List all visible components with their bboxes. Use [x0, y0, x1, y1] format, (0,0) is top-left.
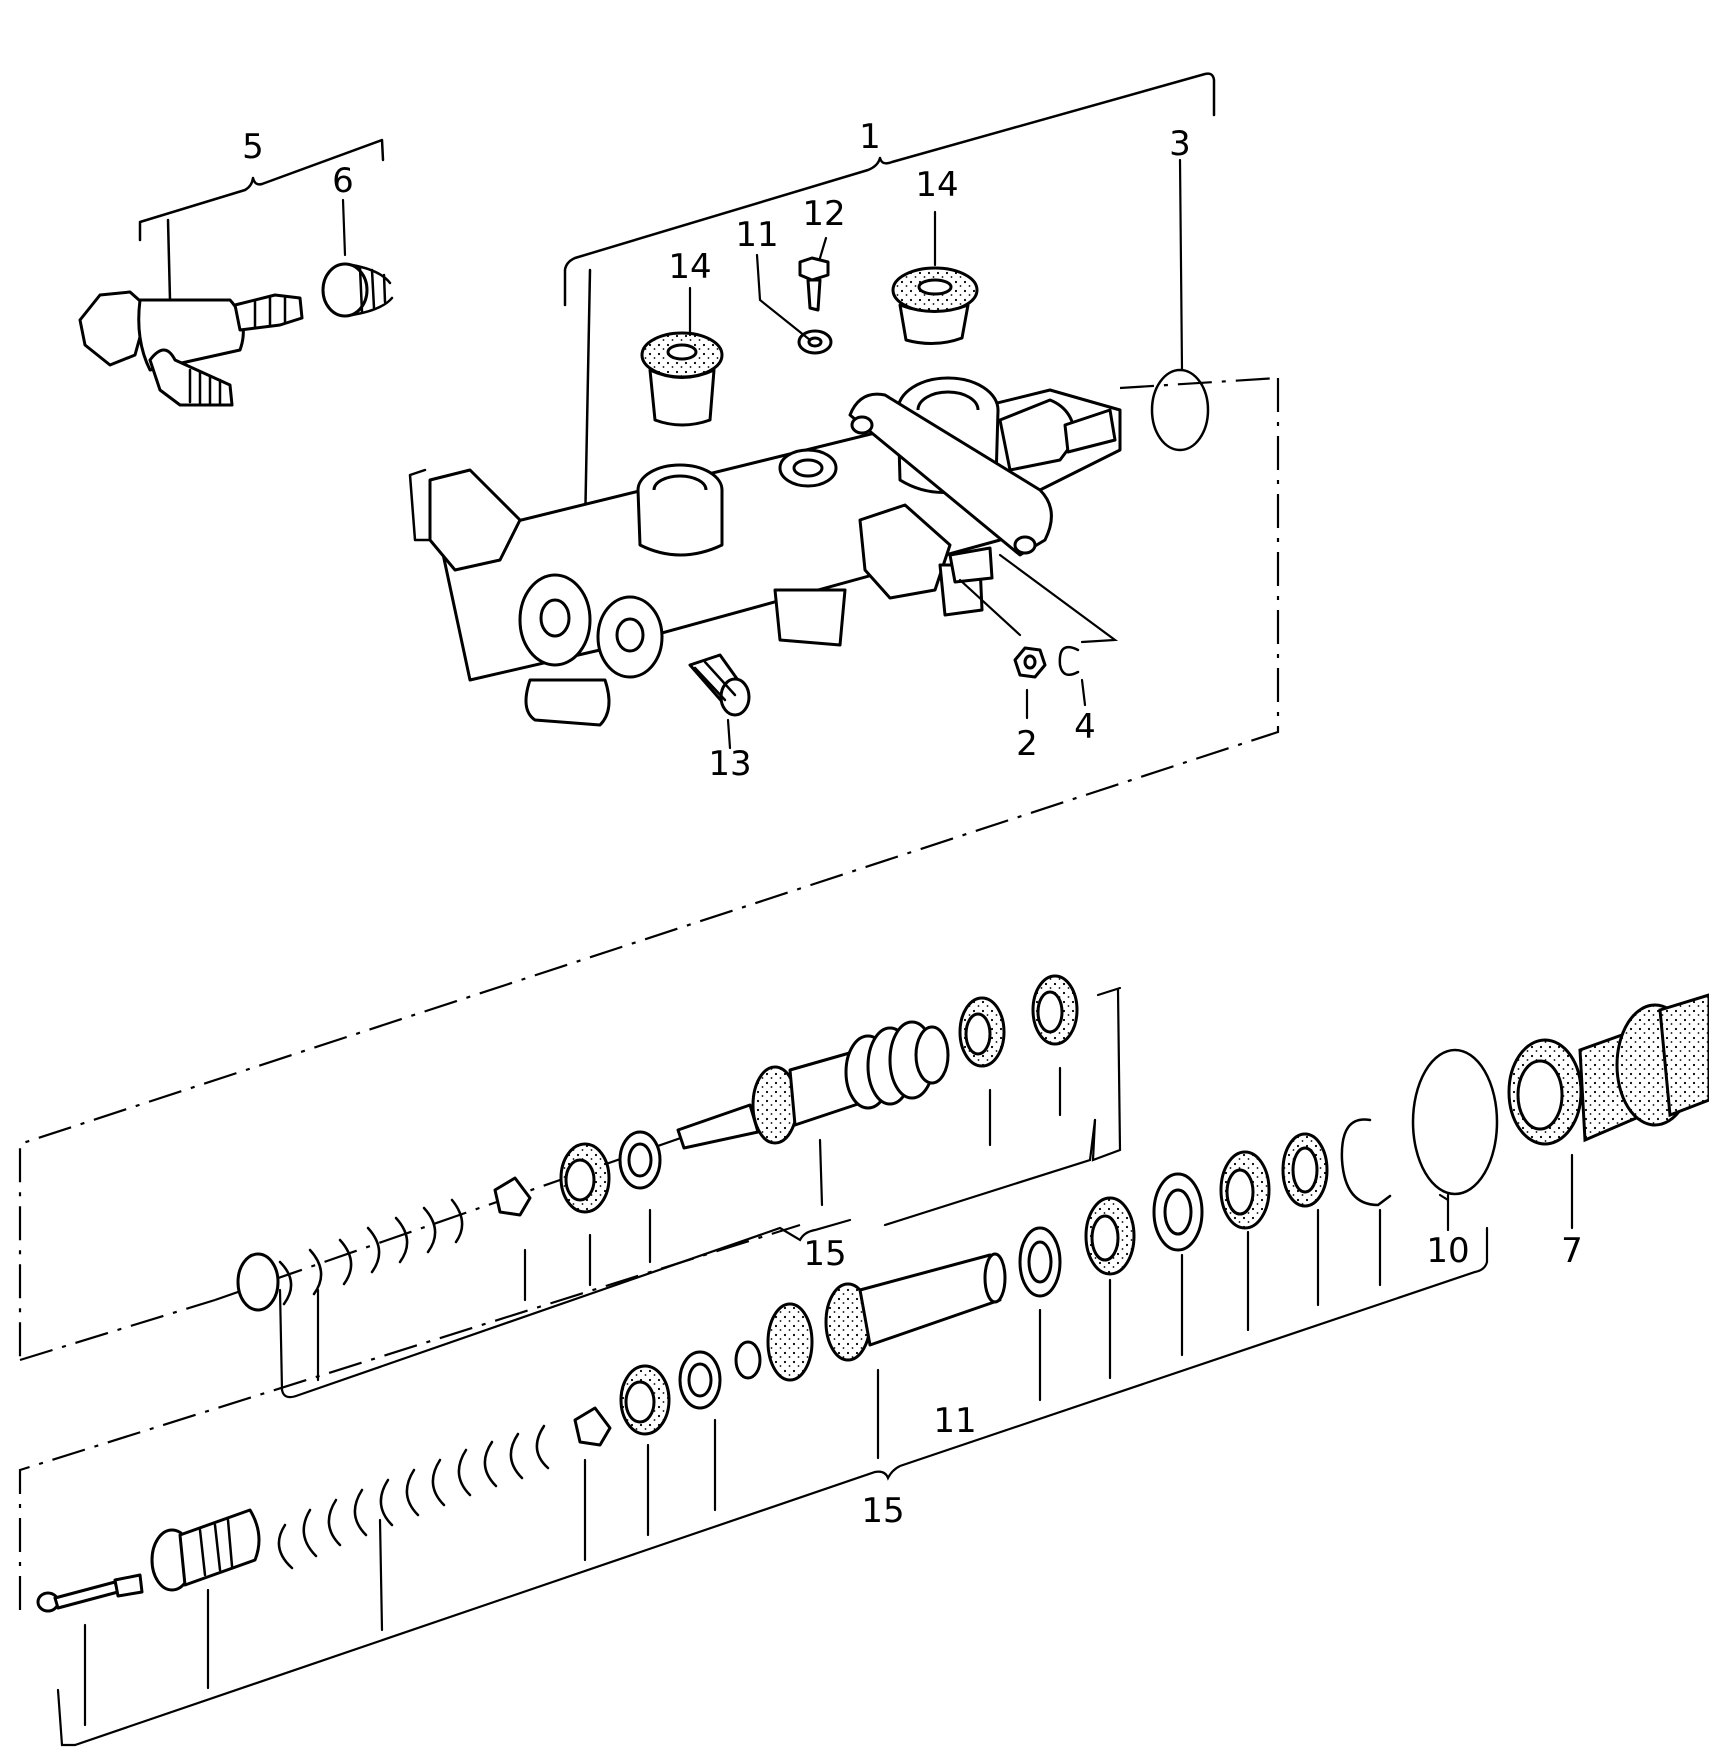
stop-pin [36, 1573, 144, 1613]
cup-upper-1 [559, 1142, 611, 1214]
spring-seat [150, 1508, 261, 1592]
reservoir-grommet-left [640, 331, 724, 427]
spring-retainer-lower [573, 1406, 612, 1447]
callout-5: 5 [242, 127, 264, 167]
callout-15-lower: 15 [861, 1491, 904, 1531]
assembly-bracket-1 [563, 72, 1216, 532]
washer-lower-1 [678, 1350, 722, 1410]
washer-upper-1 [618, 1130, 662, 1190]
dust-cap-part-6 [321, 262, 394, 318]
washer-lower-5 [1281, 1132, 1329, 1208]
callout-11-bottom: 11 [933, 1401, 976, 1441]
master-cylinder-housing [408, 376, 1122, 727]
spring-retainer-upper [493, 1176, 532, 1217]
spring-upper [236, 1198, 464, 1312]
callout-labels: 1 3 5 6 14 12 11 14 2 4 13 15 10 7 11 15 [242, 117, 1583, 1531]
callout-2: 2 [1016, 724, 1038, 764]
piston-lower [734, 1252, 1007, 1382]
washer-lower-2 [1018, 1226, 1062, 1298]
cup-lower-2 [1084, 1196, 1136, 1276]
stop-screw-part-12 [798, 256, 830, 312]
cup-upper-2 [958, 996, 1006, 1068]
reservoir-grommet-right [891, 266, 979, 345]
cup-upper-3 [1031, 974, 1079, 1046]
callout-3: 3 [1169, 124, 1191, 164]
cup-lower-4 [1219, 1150, 1271, 1230]
assembly-bracket-5 [138, 138, 385, 302]
nut-part-2 [1013, 646, 1047, 679]
callout-14-right: 14 [915, 165, 958, 205]
leader-lines [56, 158, 1574, 1747]
callout-7: 7 [1561, 1231, 1583, 1271]
callout-6: 6 [332, 161, 354, 201]
callout-14-left: 14 [668, 247, 711, 287]
seal-lower-3 [1152, 1172, 1204, 1252]
bleeder-screw-part-13 [688, 653, 751, 717]
callout-10: 10 [1426, 1231, 1469, 1271]
spring-lower [277, 1424, 550, 1570]
callout-4: 4 [1074, 707, 1096, 747]
boot-part-7 [1507, 993, 1709, 1146]
callout-12: 12 [802, 194, 845, 234]
callout-13: 13 [708, 744, 751, 784]
clip-part-4 [1058, 645, 1080, 677]
seal-ring-part-3 [1150, 368, 1210, 452]
piston-upper [676, 1020, 950, 1150]
callout-1: 1 [859, 117, 881, 157]
callout-11-top: 11 [735, 215, 778, 255]
cup-lower-1 [619, 1364, 671, 1436]
pressure-regulator-fitting [78, 290, 304, 407]
circlip [1340, 1118, 1392, 1207]
callout-15-upper: 15 [803, 1234, 846, 1274]
o-ring-part-10 [1411, 1048, 1499, 1196]
